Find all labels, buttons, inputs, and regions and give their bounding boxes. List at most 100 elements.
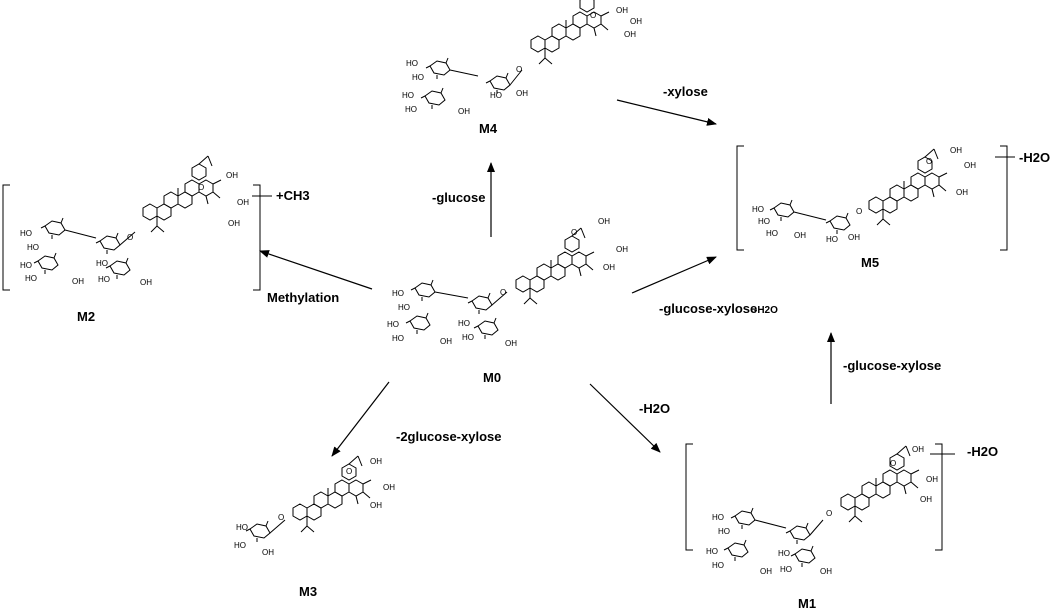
svg-text:HO: HO [706, 547, 718, 556]
svg-text:HO: HO [780, 565, 792, 574]
m0-sugars: HO HO HO HO OH HO HO OH [387, 279, 517, 348]
m2-label: M2 [77, 309, 95, 324]
svg-text:HO: HO [490, 91, 502, 100]
m4-aglycone [531, 0, 609, 64]
reaction-m1-to-m5: -glucose-xylose [827, 332, 941, 404]
m0-oh-groups: OH OH OH O O [500, 217, 628, 297]
svg-text:OH: OH [262, 548, 274, 557]
svg-text:OH: OH [624, 30, 636, 39]
svg-text:OH: OH [956, 188, 968, 197]
svg-text:O: O [826, 509, 832, 518]
svg-text:HO: HO [718, 527, 730, 536]
m1-bracket-left [685, 443, 693, 551]
label-m0-m4: -glucose [432, 190, 485, 205]
svg-text:HO: HO [402, 91, 414, 100]
svg-text:OH: OH [370, 501, 382, 510]
reaction-m0-to-m4: -glucose [432, 162, 495, 237]
svg-text:HO: HO [766, 229, 778, 238]
svg-text:OH: OH [237, 198, 249, 207]
m5-label: M5 [861, 255, 879, 270]
m2-bracket-right [253, 184, 261, 291]
svg-text:HO: HO [458, 319, 470, 328]
arrow-m4-m5 [616, 99, 717, 126]
m2-sugars: HO HO HO HO OH HO HO OH [20, 217, 152, 287]
label-m0-m5-sub: -H2O [754, 305, 778, 316]
m3-label: M3 [299, 584, 317, 599]
svg-text:OH: OH [794, 231, 806, 240]
svg-text:HO: HO [387, 320, 399, 329]
m2-bracket-left [2, 184, 10, 291]
arrow-m0-m5 [631, 256, 717, 294]
label-m0-m5: -glucose-xylose [659, 301, 757, 316]
svg-text:OH: OH [228, 219, 240, 228]
label-m0-m2: Methylation [267, 290, 339, 305]
svg-text:HO: HO [236, 523, 248, 532]
svg-text:OH: OH [760, 567, 772, 576]
m5-aglycone [869, 149, 947, 225]
svg-text:HO: HO [392, 334, 404, 343]
svg-text:OH: OH [516, 89, 528, 98]
svg-text:HO: HO [778, 549, 790, 558]
m4-label: M4 [479, 121, 498, 136]
svg-text:HO: HO [412, 73, 424, 82]
svg-text:O: O [890, 459, 896, 468]
svg-text:HO: HO [712, 513, 724, 522]
svg-text:OH: OH [848, 233, 860, 242]
svg-text:OH: OH [140, 278, 152, 287]
svg-text:OH: OH [440, 337, 452, 346]
svg-text:HO: HO [98, 275, 110, 284]
compound-m1: -H2O OH OH OH O O HO HO HO HO OH HO HO O… [685, 443, 998, 611]
svg-text:HO: HO [234, 541, 246, 550]
svg-text:O: O [127, 233, 133, 242]
svg-text:HO: HO [758, 217, 770, 226]
svg-text:OH: OH [72, 277, 84, 286]
svg-text:O: O [571, 228, 577, 237]
m5-bracket-left [736, 145, 744, 251]
label-m1-m5: -glucose-xylose [843, 358, 941, 373]
svg-text:OH: OH [616, 6, 628, 15]
arrow-m0-m1 [589, 383, 661, 453]
svg-text:O: O [500, 288, 506, 297]
svg-text:HO: HO [96, 259, 108, 268]
reaction-m0-to-m5: -glucose-xylose -H2O [631, 256, 778, 316]
svg-text:OH: OH [926, 475, 938, 484]
svg-text:HO: HO [20, 261, 32, 270]
svg-text:O: O [590, 11, 596, 20]
compound-m0: OH OH OH O O HO HO HO HO OH HO HO OH M0 [387, 217, 628, 385]
svg-text:HO: HO [752, 205, 764, 214]
compound-m4: OH OH OH O O HO HO HO HO OH HO OH M4 [402, 0, 642, 136]
m0-label: M0 [483, 370, 501, 385]
svg-text:OH: OH [920, 495, 932, 504]
label-m0-m3: -2glucose-xylose [396, 429, 502, 444]
m2-aglycone [143, 156, 221, 232]
m5-oh-groups: OH OH OH O O [856, 146, 976, 216]
m4-oh-groups: OH OH OH O O [516, 6, 642, 74]
m2-mod-label: +CH3 [276, 188, 310, 203]
m4-sugars: HO HO HO HO OH HO OH [402, 57, 528, 116]
svg-text:O: O [346, 467, 352, 476]
svg-text:OH: OH [226, 171, 238, 180]
svg-text:O: O [516, 65, 522, 74]
svg-text:OH: OH [950, 146, 962, 155]
m5-mod-label: -H2O [1019, 150, 1050, 165]
svg-text:OH: OH [630, 17, 642, 26]
svg-text:HO: HO [826, 235, 838, 244]
compound-m3: OH OH OH O O HO HO OH M3 [234, 456, 395, 599]
m3-sugars: HO HO OH [234, 519, 286, 557]
arrow-m0-m3 [331, 381, 390, 457]
m3-oh-groups: OH OH OH O O [278, 457, 395, 522]
svg-text:OH: OH [370, 457, 382, 466]
svg-text:O: O [926, 157, 932, 166]
svg-text:OH: OH [964, 161, 976, 170]
svg-text:OH: OH [383, 483, 395, 492]
compound-m2: +CH3 OH OH OH O O HO HO HO HO OH HO HO O… [2, 156, 310, 324]
label-m4-m5: -xylose [663, 84, 708, 99]
m1-bracket-right [935, 443, 943, 551]
svg-text:HO: HO [405, 105, 417, 114]
svg-text:OH: OH [616, 245, 628, 254]
svg-text:OH: OH [603, 263, 615, 272]
m1-label: M1 [798, 596, 816, 611]
label-m0-m1: -H2O [639, 401, 670, 416]
